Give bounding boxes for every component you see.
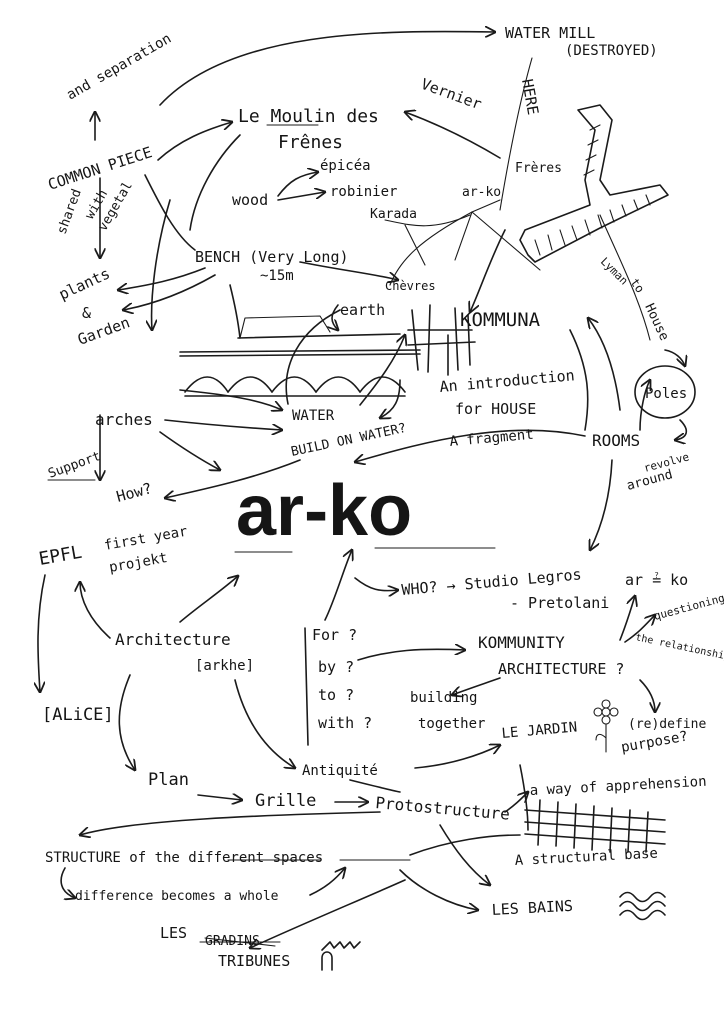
label-bench-length: ~15m [260,268,294,284]
label-purpose: purpose? [620,728,689,755]
connector-lines [38,31,686,948]
label-structure-spaces: STRUCTURE of the different spaces [45,850,323,866]
label-earth: earth [340,301,385,319]
label-difference: difference becomes a whole [75,889,279,904]
label-arko-small: ar-ko [462,185,501,200]
label-architecture: Architecture [115,630,231,649]
label-for: For ? [312,626,357,644]
label-poles: Poles [645,386,687,402]
label-arko-eq: ar ≟ ko [625,571,688,589]
label-building: building [410,690,477,706]
text-labels: WATER MILL (DESTROYED) and separation HE… [37,24,724,970]
label-epfl: EPFL [37,542,83,570]
label-arches: arches [95,410,153,429]
label-grille: Grille [255,791,316,811]
elevation-drawing [179,304,476,397]
wave-icon [619,891,666,921]
label-intro: An introduction [439,366,576,396]
label-wood: wood [232,191,268,209]
label-pretolani: - Pretolani [510,594,609,612]
label-tribunes: TRIBUNES [218,952,290,970]
label-antiquite: Antiquité [302,763,378,779]
label-moulin: Le Moulin des [238,106,379,127]
label-vernier: Vernier [419,75,485,114]
label-here: HERE [518,78,542,117]
label-gradins: GRADINS [205,934,260,949]
steps-icon [321,941,361,971]
label-freres: Frères [515,161,562,176]
label-arkhe: [arkhe] [195,658,254,674]
label-and-separation: and separation [64,31,174,104]
label-les-bains: LES BAINS [491,897,573,919]
label-to-q: to ? [318,686,354,704]
label-plants: plants [56,264,113,303]
label-structural-base: A structural base [514,846,658,869]
label-freres-moulin: Frênes [278,132,343,153]
label-together: together [418,716,485,732]
underlines [47,124,496,947]
label-first-year: first year [103,524,189,554]
label-build-on-water: BUILD ON WATER? [290,421,408,460]
label-protostructure: Protostructure [375,793,511,824]
label-by: by ? [318,658,354,676]
label-kommunity: KOMMUNITY [478,633,565,652]
label-redefine: (re)define [628,717,706,732]
label-plants-and: & [82,304,91,322]
label-fragment: A fragment [449,427,534,450]
label-apprehension: a way of apprehension [529,774,707,799]
label-les: LES [160,924,187,942]
label-projekt: projekt [108,550,169,576]
label-karada: Karada [370,207,417,222]
label-water: WATER [292,408,335,424]
label-water-mill: WATER MILL [505,24,595,42]
label-plan: Plan [148,770,189,790]
flower-icon [593,699,619,753]
label-house: House [641,301,671,343]
label-support: Support [46,449,103,482]
label-relationship: the relationship [634,632,724,663]
label-rooms: ROOMS [592,431,640,450]
label-epicea: épicéa [320,158,371,174]
page-title: ar-ko [236,471,412,551]
label-to: to [628,276,648,296]
label-shared: shared [55,187,85,236]
label-chevres: Chèvres [385,279,436,293]
label-destroyed: (DESTROYED) [565,43,658,59]
label-architecture-q: ARCHITECTURE ? [498,660,624,678]
label-questioning: questioning [652,591,724,622]
label-le-jardin: LE JARDIN [501,719,578,742]
poles-circle [634,365,696,419]
label-alice: [ALiCE] [42,705,114,725]
label-for-house: for HOUSE [455,400,536,418]
bridge-drawing [519,104,669,263]
label-robinier: robinier [330,184,397,200]
grid-drawing [524,799,666,853]
label-kommuna: KOMMUNA [460,309,541,331]
label-bench: BENCH (Very Long) [195,248,349,266]
label-with-q: with ? [318,714,372,732]
label-how: How? [114,479,154,506]
